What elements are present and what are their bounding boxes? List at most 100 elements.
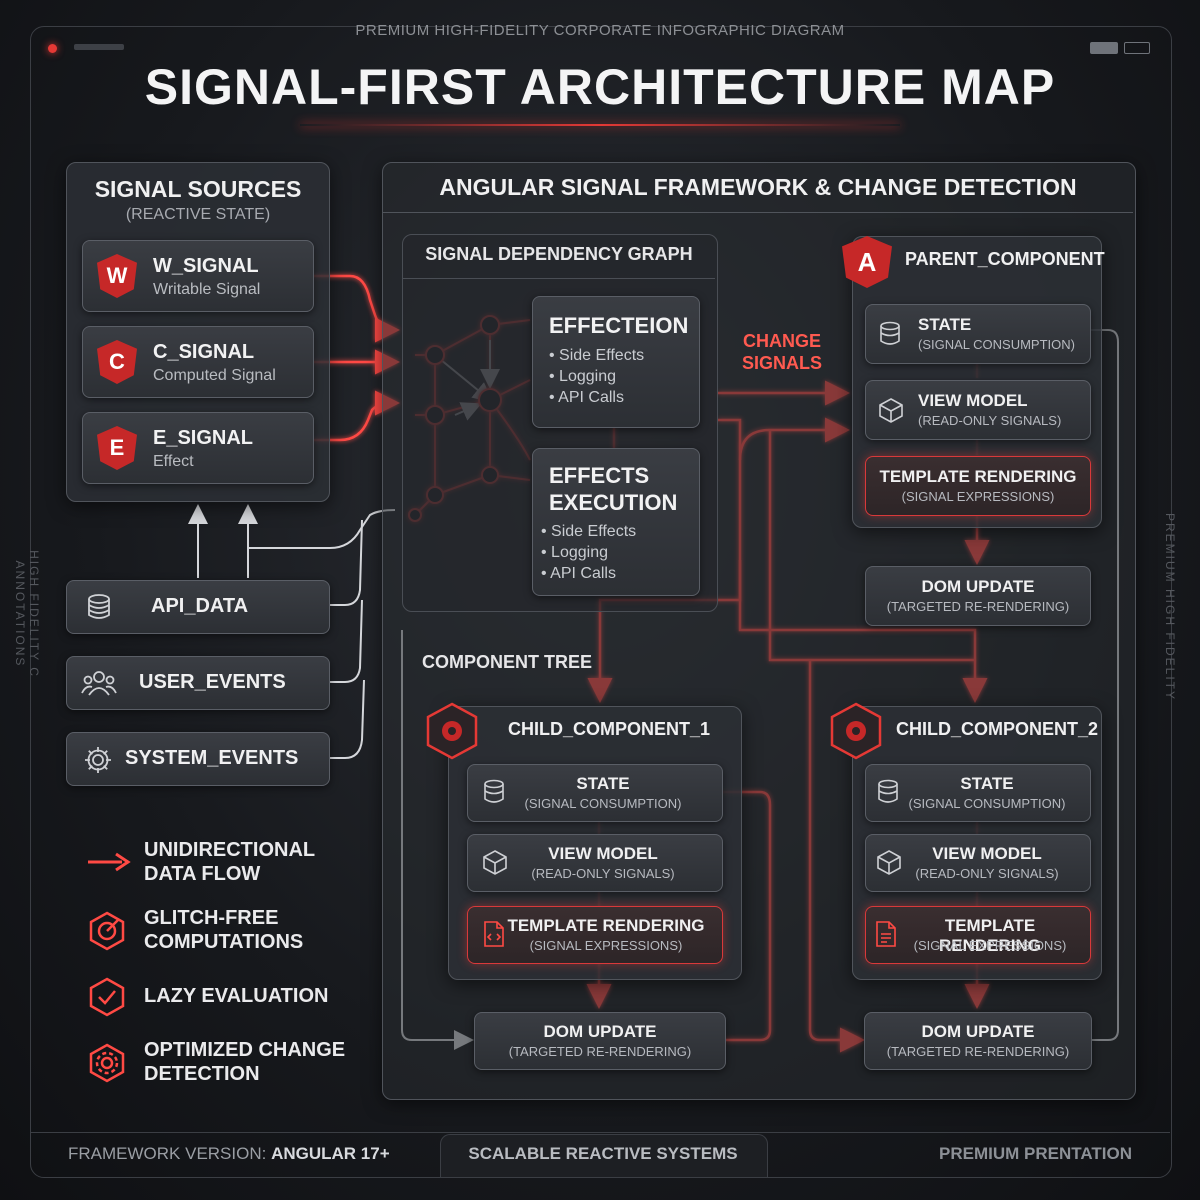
child2-dom-update-box[interactable]: DOM UPDATE (TARGETED RE-RENDERING) xyxy=(864,1012,1092,1070)
footer-right: PREMIUM PRENTATION xyxy=(939,1144,1132,1163)
minimize-control[interactable] xyxy=(1090,42,1118,54)
parent-template-box[interactable]: TEMPLATE RENDERING (SIGNAL EXPRESSIONS) xyxy=(865,456,1091,516)
signal-desc: Computed Signal xyxy=(153,367,276,384)
signal-name: C_SIGNAL xyxy=(153,341,255,363)
title-underline xyxy=(300,124,900,126)
gear-icon xyxy=(85,747,111,773)
footer-left: FRAMEWORK VERSION: ANGULAR 17+ xyxy=(68,1144,390,1164)
change-signals-line: SIGNALS xyxy=(741,353,822,373)
child2-view-model-box[interactable]: VIEW MODEL (READ-ONLY SIGNALS) xyxy=(865,834,1091,892)
signal-sources-title: SIGNAL SOURCES xyxy=(94,176,302,202)
angular-logo-icon: A xyxy=(842,236,892,288)
system-events-button[interactable]: SYSTEM_EVENTS xyxy=(66,732,330,786)
component-hex-icon xyxy=(830,702,882,760)
framework-title-divider xyxy=(383,212,1133,213)
signal-desc: Effect xyxy=(153,453,194,470)
legend-item-optimized: OPTIMIZED CHANGE DETECTION xyxy=(86,1038,376,1094)
effect-card-2[interactable]: EFFECTS EXECUTION • Side Effects • Loggi… xyxy=(532,448,700,596)
maximize-control[interactable] xyxy=(1124,42,1150,54)
framework-title: ANGULAR SIGNAL FRAMEWORK & CHANGE DETECT… xyxy=(439,174,1077,200)
child1-dom-update-box[interactable]: DOM UPDATE (TARGETED RE-RENDERING) xyxy=(474,1012,726,1070)
template-title: TEMPLATE RENDERING xyxy=(938,916,1041,955)
view-model-sub: (READ-ONLY SIGNALS) xyxy=(915,866,1059,881)
change-signals-label: CHANGE SIGNALS xyxy=(730,330,834,374)
dependency-graph-title: SIGNAL DEPENDENCY GRAPH xyxy=(425,244,693,264)
dom-title: DOM UPDATE xyxy=(543,1022,657,1041)
child1-template-box[interactable]: TEMPLATE RENDERING (SIGNAL EXPRESSIONS) xyxy=(467,906,723,964)
cube-icon xyxy=(879,398,903,423)
component-tree-title: COMPONENT TREE xyxy=(422,652,593,672)
parent-view-model-box[interactable]: VIEW MODEL (READ-ONLY SIGNALS) xyxy=(865,380,1091,440)
parent-component-title: PARENT_COMPONENT xyxy=(905,249,1105,269)
legend-text: COMPUTATIONS xyxy=(144,931,304,953)
status-dot xyxy=(48,44,57,53)
arrow-right-icon xyxy=(88,852,131,872)
state-title: STATE xyxy=(960,774,1014,793)
effect-bullet: • Logging xyxy=(541,544,608,561)
top-caption: PREMIUM HIGH-FIDELITY CORPORATE INFOGRAP… xyxy=(355,22,845,39)
footer-divider xyxy=(30,1132,1170,1133)
state-sub: (SIGNAL CONSUMPTION) xyxy=(908,796,1066,811)
signal-card-c[interactable]: C C_SIGNAL Computed Signal xyxy=(82,326,314,398)
dom-sub: (TARGETED RE-RENDERING) xyxy=(508,1044,692,1059)
dom-sub: (TARGETED RE-RENDERING) xyxy=(886,1044,1070,1059)
dom-title: DOM UPDATE xyxy=(921,577,1035,596)
user-events-button[interactable]: USER_EVENTS xyxy=(66,656,330,710)
effect-bullet: • API Calls xyxy=(549,389,624,406)
child-1-title: CHILD_COMPONENT_1 xyxy=(508,719,711,739)
template-sub: (SIGNAL EXPRESSIONS) xyxy=(529,938,683,953)
footer-center-tab xyxy=(440,1134,768,1177)
state-title: STATE xyxy=(576,774,630,793)
users-icon xyxy=(81,671,117,696)
w-badge-icon: W xyxy=(97,254,137,298)
api-data-label: API_DATA xyxy=(151,595,249,617)
view-model-title: VIEW MODEL xyxy=(548,844,658,863)
api-data-button[interactable]: API_DATA xyxy=(66,580,330,634)
database-icon xyxy=(484,779,504,803)
outer-frame xyxy=(30,26,1172,1178)
cube-icon xyxy=(877,850,901,875)
framework-version-value: ANGULAR 17+ xyxy=(271,1144,390,1163)
change-signals-line: CHANGE xyxy=(742,331,821,351)
database-icon xyxy=(880,321,900,345)
c-badge-icon: C xyxy=(97,340,137,384)
child2-template-box[interactable]: TEMPLATE RENDERING (SIGNAL EXPRESSIONS) xyxy=(865,906,1091,964)
code-file-icon xyxy=(484,921,504,947)
cube-icon xyxy=(483,850,507,875)
view-model-sub: (READ-ONLY SIGNALS) xyxy=(918,413,1062,428)
view-model-title: VIEW MODEL xyxy=(918,391,1028,410)
dom-title: DOM UPDATE xyxy=(921,1022,1035,1041)
target-icon xyxy=(89,911,125,951)
effect-bullet: • Logging xyxy=(549,368,616,385)
gear-shield-icon xyxy=(89,1043,125,1083)
view-model-title: VIEW MODEL xyxy=(932,844,1042,863)
legend-text: UNIDIRECTIONAL xyxy=(144,839,316,861)
child1-state-box[interactable]: STATE (SIGNAL CONSUMPTION) xyxy=(467,764,723,822)
state-sub: (SIGNAL CONSUMPTION) xyxy=(918,337,1075,352)
signal-name: W_SIGNAL xyxy=(153,255,259,277)
effect-title: EFFECTS xyxy=(549,463,650,488)
signal-card-w[interactable]: W W_SIGNAL Writable Signal xyxy=(82,240,314,312)
state-sub: (SIGNAL CONSUMPTION) xyxy=(524,796,682,811)
component-hex-icon xyxy=(426,702,478,760)
legend-text: GLITCH-FREE xyxy=(144,907,279,929)
parent-dom-update-box[interactable]: DOM UPDATE (TARGETED RE-RENDERING) xyxy=(865,566,1091,626)
code-file-icon xyxy=(876,921,896,947)
legend-item-glitch-free: GLITCH-FREE COMPUTATIONS xyxy=(86,906,376,962)
child2-state-box[interactable]: STATE (SIGNAL CONSUMPTION) xyxy=(865,764,1091,822)
effect-bullet: • Side Effects xyxy=(541,523,637,540)
signal-card-e[interactable]: E E_SIGNAL Effect xyxy=(82,412,314,484)
parent-state-box[interactable]: STATE (SIGNAL CONSUMPTION) xyxy=(865,304,1091,364)
view-model-sub: (READ-ONLY SIGNALS) xyxy=(531,866,675,881)
effect-title: EXECUTION xyxy=(549,490,678,515)
legend-text: DETECTION xyxy=(144,1063,260,1085)
legend-text: LAZY EVALUATION xyxy=(144,985,329,1007)
signal-desc: Writable Signal xyxy=(153,281,261,298)
child1-view-model-box[interactable]: VIEW MODEL (READ-ONLY SIGNALS) xyxy=(467,834,723,892)
legend-text: OPTIMIZED CHANGE xyxy=(144,1039,346,1061)
child-2-title: CHILD_COMPONENT_2 xyxy=(896,719,1099,739)
effect-card-1[interactable]: EFFECTEION • Side Effects • Logging • AP… xyxy=(532,296,700,428)
template-title: TEMPLATE RENDERING xyxy=(507,916,705,935)
state-title: STATE xyxy=(918,315,972,334)
template-sub: (SIGNAL EXPRESSIONS) xyxy=(901,489,1055,504)
